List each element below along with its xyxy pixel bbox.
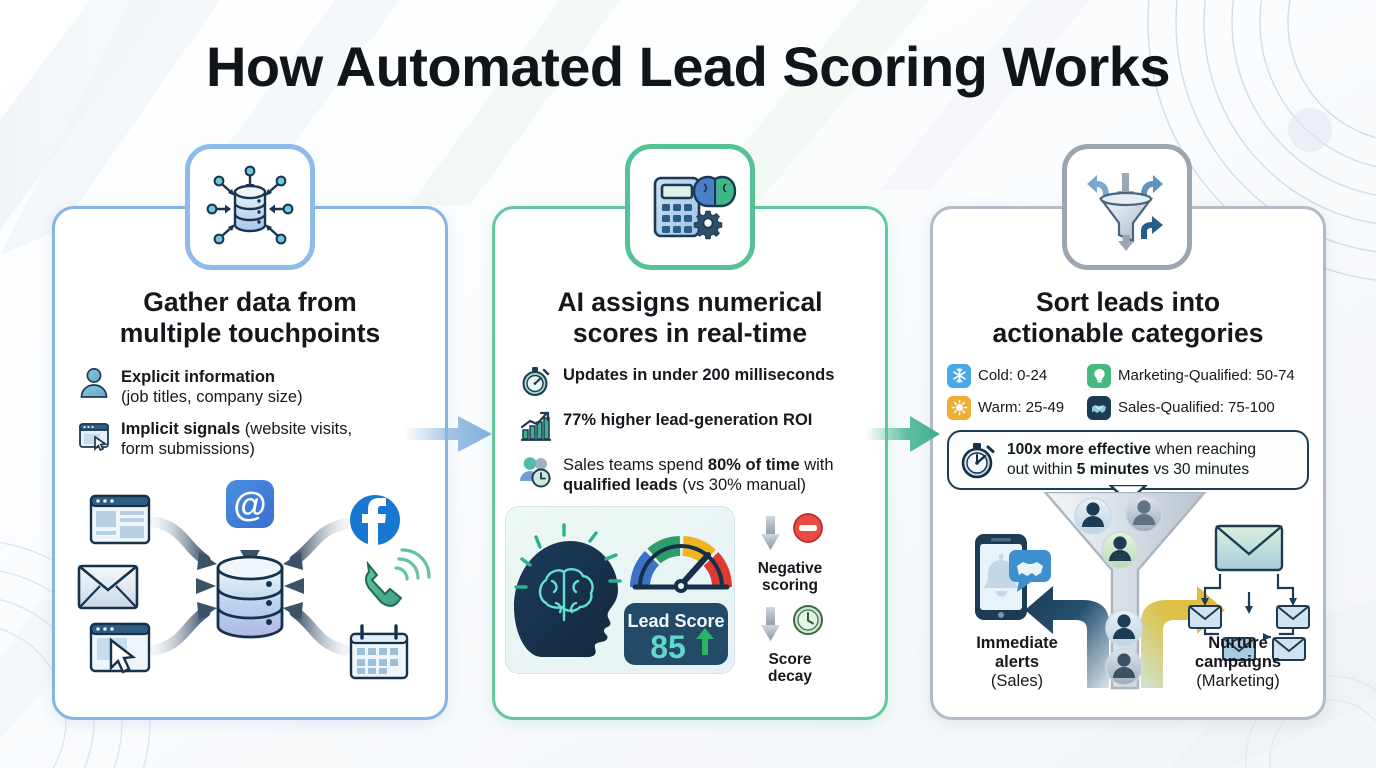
panel-2-heading: AI assigns numerical scores in real-time: [557, 287, 823, 349]
list-item-text: Sales teams spend 80% of time with quali…: [563, 455, 834, 494]
page-title: How Automated Lead Scoring Works: [205, 35, 1171, 98]
database-inbound-arrows-icon: [206, 165, 294, 245]
bar-chart-up-icon: [520, 411, 551, 441]
panel-3-heading: Sort leads into actionable categories: [992, 287, 1264, 349]
legend-label: Warm: 25-49: [978, 399, 1065, 417]
avatar: [1074, 496, 1112, 535]
score-label: Lead Score: [627, 611, 724, 631]
list-item: Sales teams spend 80% of time with quali…: [519, 454, 869, 495]
panel-1-bullets: Explicit information (job titles, compan…: [55, 366, 445, 460]
funnel-routing-scene: Immediate alerts (Sales) Nurture campaig…: [933, 490, 1323, 700]
phone-ringing-icon: [365, 548, 431, 607]
legend-item-cold: Cold: 0-24: [947, 363, 1087, 388]
list-item: Implicit signals (website visits, form s…: [77, 418, 429, 459]
score-chip: Lead Score 85: [624, 602, 728, 665]
side-item-label: Score decay: [768, 650, 812, 685]
list-item-text: 77% higher lead-generation ROI: [563, 410, 813, 429]
calculator-brain-gear-icon: [653, 175, 737, 240]
list-item: 77% higher lead-generation ROI: [519, 409, 869, 443]
list-item-text: Implicit signals (website visits, form s…: [121, 419, 353, 458]
panel-2-bullets: Updates in under 200 milliseconds 77% hi…: [495, 364, 885, 495]
list-item-text: Explicit information (job titles, compan…: [121, 367, 303, 406]
calendar-icon: [349, 624, 409, 680]
legend-label: Cold: 0-24: [978, 367, 1048, 385]
email-envelope-icon: [77, 564, 139, 610]
speed-callout: 100x more effective when reaching out wi…: [947, 429, 1309, 503]
minus-circle-icon: [793, 512, 823, 543]
callout-text: 100x more effective when reaching out wi…: [1007, 441, 1257, 478]
panel-1-badge: [185, 144, 315, 270]
stopwatch-icon: [522, 366, 550, 396]
cursor-window-icon: [79, 422, 109, 451]
brain-head-icon: [514, 523, 622, 657]
panel-3-badge: [1062, 144, 1192, 270]
arrow-down-icon: [761, 515, 780, 550]
arrow-down-icon: [761, 606, 780, 641]
side-item-score-decay: Score decay: [735, 603, 845, 686]
legend-item-sales-qualified: Sales-Qualified: 75-100: [1087, 395, 1311, 420]
score-value: 85: [650, 629, 686, 665]
connector-arrow-1: [404, 416, 492, 452]
panel-1-heading: Gather data from multiple touchpoints: [119, 287, 381, 349]
stopwatch-icon: [961, 442, 995, 478]
legend-label: Sales-Qualified: 75-100: [1118, 399, 1275, 417]
connector-arrow-2: [866, 416, 940, 452]
side-item-negative-scoring: Negative scoring: [735, 512, 845, 595]
legend-item-warm: Warm: 25-49: [947, 395, 1087, 420]
snowflake-icon: [947, 363, 971, 388]
people-clock-icon: [520, 456, 551, 487]
panel-ai-scoring: AI assigns numerical scores in real-time…: [492, 206, 888, 720]
panel-gather-data: Gather data from multiple touchpoints Ex…: [52, 206, 448, 720]
panel-2-visual: Lead Score 85: [495, 505, 885, 693]
lightbulb-icon: [1087, 363, 1111, 388]
avatar: [1101, 530, 1139, 569]
right-branch-label: Nurture campaigns (Marketing): [1194, 634, 1282, 691]
avatar: [1105, 608, 1143, 647]
person-icon: [80, 367, 108, 398]
score-card: Lead Score 85: [505, 505, 735, 674]
sun-icon: [947, 395, 971, 420]
cursor-window-icon: [89, 622, 151, 674]
legend-item-marketing-qualified: Marketing-Qualified: 50-74: [1087, 363, 1311, 388]
panel-sort-leads: Sort leads into actionable categories Co…: [930, 206, 1326, 720]
svg-text:@: @: [233, 486, 266, 524]
score-card-graphic: Lead Score 85: [514, 523, 733, 665]
handshake-icon: [1087, 395, 1111, 420]
list-item-text: Updates in under 200 milliseconds: [563, 365, 835, 384]
list-item: Explicit information (job titles, compan…: [77, 366, 429, 407]
clock-icon: [793, 604, 823, 635]
database-icon: [216, 555, 284, 639]
list-item: Updates in under 200 milliseconds: [519, 364, 869, 398]
data-sources-flow-diagram: @: [77, 480, 431, 680]
funnel-sorting-icon: [1087, 173, 1163, 251]
facebook-icon: [350, 495, 400, 546]
lead-category-legend: Cold: 0-24 Marketing-Qualified: 50-74: [933, 363, 1323, 420]
side-item-label: Negative scoring: [757, 559, 823, 595]
panel-2-side-items: Negative scoring Sco: [735, 506, 845, 693]
speedometer-gauge-icon: [629, 535, 733, 593]
avatar: [1125, 494, 1163, 533]
at-sign-email-icon: @: [226, 480, 274, 529]
panel-2-badge: [625, 144, 755, 270]
website-window-icon: [89, 494, 151, 545]
avatar: [1105, 647, 1143, 686]
legend-label: Marketing-Qualified: 50-74: [1118, 367, 1295, 385]
left-branch-label: Immediate alerts (Sales): [976, 634, 1058, 691]
